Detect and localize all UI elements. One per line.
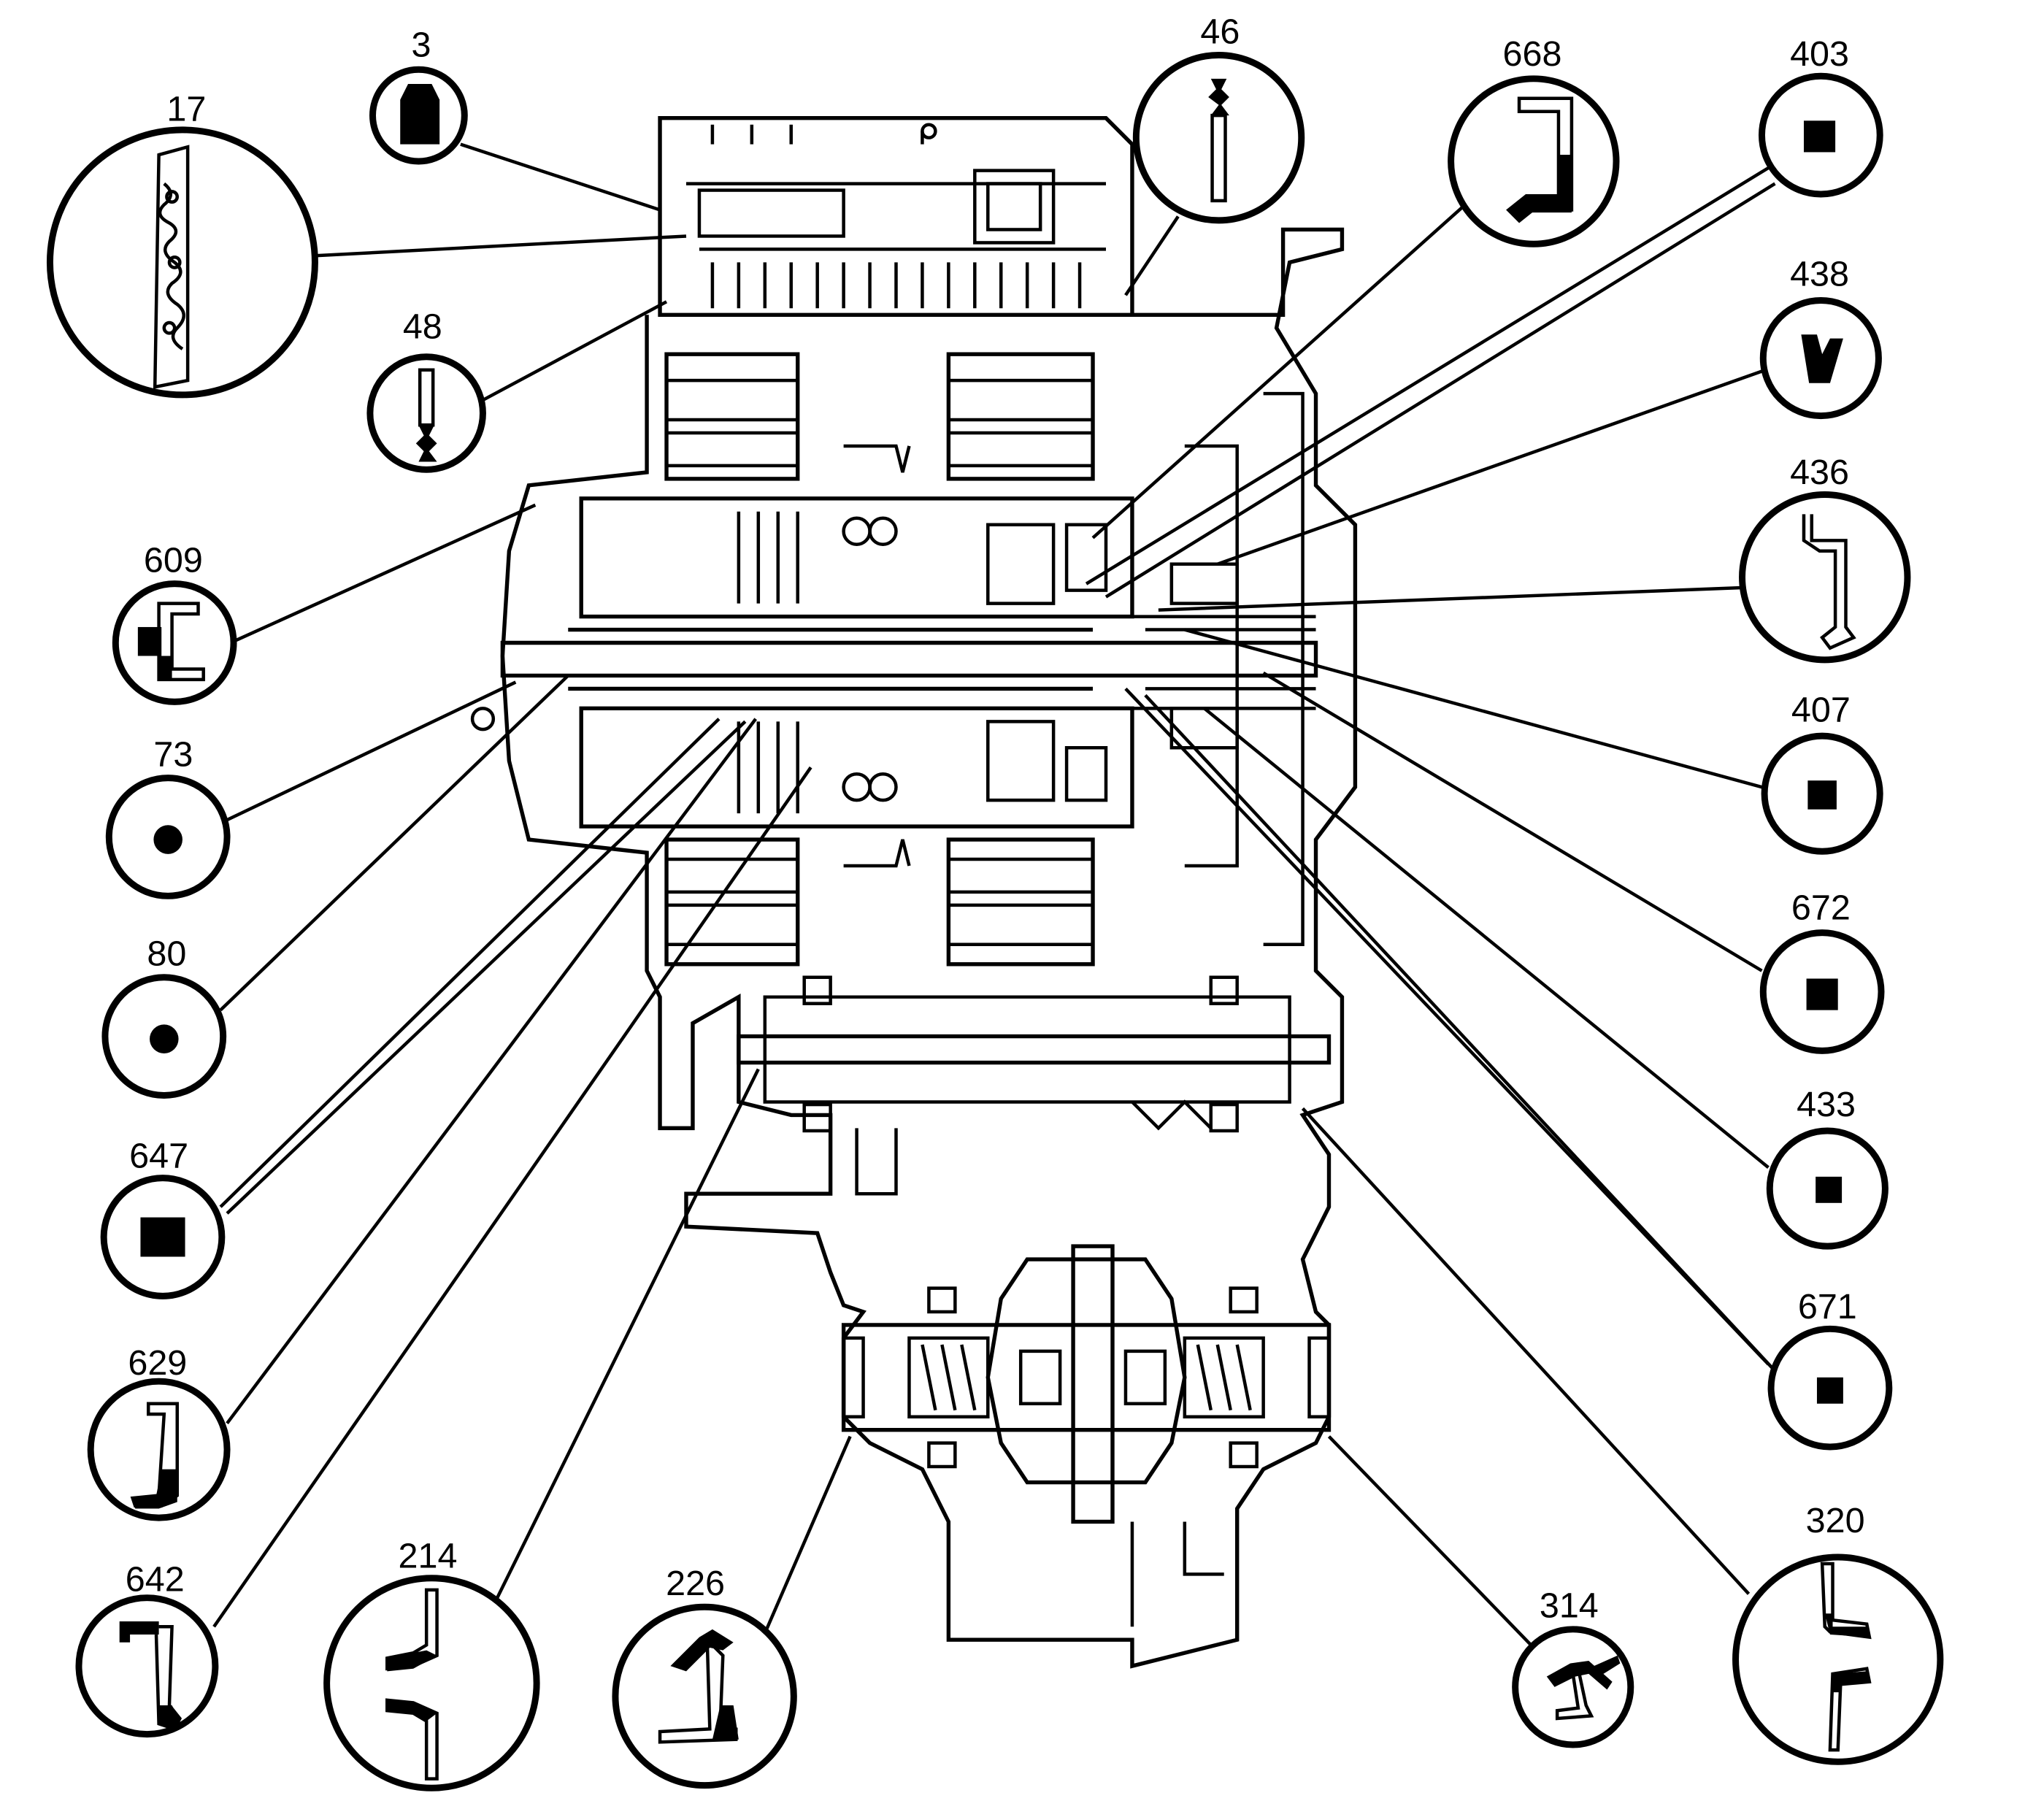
leader-214 bbox=[494, 1068, 760, 1602]
leader-436 bbox=[1158, 585, 1743, 612]
leader-73 bbox=[226, 680, 517, 822]
leader-48 bbox=[482, 300, 668, 402]
square-seal-icon bbox=[1816, 1176, 1843, 1203]
pin-icon bbox=[415, 368, 437, 462]
callout-438: 438 bbox=[1759, 255, 1882, 420]
callout-629-label: 629 bbox=[128, 1343, 187, 1383]
leader-403a bbox=[1085, 166, 1770, 585]
square-seal-icon bbox=[140, 1217, 185, 1257]
seal-section-icon bbox=[119, 1621, 182, 1732]
leader-672 bbox=[1262, 671, 1763, 972]
callout-48-label: 48 bbox=[403, 307, 442, 347]
seal-section-icon bbox=[385, 1588, 439, 1781]
callout-438-label: 438 bbox=[1790, 255, 1849, 294]
seal-section-icon bbox=[1802, 514, 1856, 650]
callout-46-label: 46 bbox=[1200, 12, 1240, 51]
leader-403b bbox=[1104, 182, 1776, 599]
callout-433-label: 433 bbox=[1797, 1085, 1856, 1124]
callout-609: 609 bbox=[112, 540, 237, 705]
wedge-seal-icon bbox=[1801, 334, 1843, 383]
callout-320: 320 bbox=[1732, 1501, 1944, 1765]
leader-3 bbox=[460, 142, 661, 212]
callout-668: 668 bbox=[1448, 34, 1620, 247]
leader-17 bbox=[313, 234, 687, 258]
square-seal-icon bbox=[1816, 1377, 1843, 1404]
callout-46: 46 bbox=[1132, 12, 1305, 224]
callout-672: 672 bbox=[1759, 888, 1885, 1054]
callout-609-label: 609 bbox=[144, 540, 203, 580]
callout-214: 214 bbox=[323, 1536, 540, 1791]
leader-320 bbox=[1301, 1107, 1751, 1595]
callout-403-label: 403 bbox=[1790, 34, 1849, 74]
o-ring-icon bbox=[150, 1024, 179, 1053]
callout-3-label: 3 bbox=[412, 25, 431, 64]
callout-647-label: 647 bbox=[129, 1136, 188, 1175]
callout-436: 436 bbox=[1739, 453, 1911, 664]
callout-668-label: 668 bbox=[1503, 34, 1562, 74]
callout-629: 629 bbox=[87, 1343, 231, 1521]
callout-642-label: 642 bbox=[126, 1560, 185, 1599]
leader-647a bbox=[219, 718, 721, 1208]
callout-433: 433 bbox=[1766, 1085, 1889, 1250]
callout-642: 642 bbox=[75, 1560, 219, 1738]
pin-icon bbox=[1208, 78, 1229, 203]
callout-226-label: 226 bbox=[666, 1564, 725, 1603]
callout-647: 647 bbox=[100, 1136, 226, 1299]
leader-226 bbox=[763, 1435, 852, 1635]
callout-314: 314 bbox=[1512, 1586, 1634, 1748]
transmission-cross-section bbox=[470, 116, 1358, 1669]
callout-407-label: 407 bbox=[1791, 690, 1851, 729]
leader-433 bbox=[1203, 707, 1770, 1169]
leader-609 bbox=[235, 503, 537, 642]
callout-671: 671 bbox=[1767, 1287, 1893, 1451]
callout-320-label: 320 bbox=[1806, 1501, 1865, 1540]
leader-80 bbox=[219, 674, 569, 1012]
leader-lines bbox=[212, 142, 1777, 1648]
callout-80: 80 bbox=[101, 934, 227, 1099]
callout-672-label: 672 bbox=[1791, 888, 1851, 928]
leader-46 bbox=[1124, 215, 1180, 296]
leader-629 bbox=[226, 718, 758, 1425]
seal-section-icon bbox=[1546, 1655, 1621, 1721]
seal-section-icon bbox=[1820, 1562, 1872, 1752]
callout-226: 226 bbox=[612, 1564, 797, 1789]
callout-73-label: 73 bbox=[153, 734, 193, 774]
callout-3: 3 bbox=[369, 25, 468, 165]
callout-403: 403 bbox=[1758, 34, 1883, 198]
seal-section-icon bbox=[1506, 96, 1574, 223]
square-seal-icon bbox=[1806, 978, 1838, 1010]
leader-668 bbox=[1091, 201, 1468, 539]
leader-407 bbox=[1184, 628, 1763, 789]
o-ring-icon bbox=[153, 825, 182, 854]
seal-section-icon bbox=[130, 1402, 180, 1509]
callout-407: 407 bbox=[1761, 690, 1883, 855]
callout-17-label: 17 bbox=[166, 89, 206, 128]
leader-642 bbox=[212, 766, 812, 1628]
callout-17: 17 bbox=[46, 89, 318, 399]
callout-671-label: 671 bbox=[1798, 1287, 1857, 1326]
valve-body-detail-icon bbox=[153, 145, 190, 389]
callout-214-label: 214 bbox=[399, 1536, 458, 1575]
callout-73: 73 bbox=[105, 734, 231, 899]
leader-314 bbox=[1327, 1435, 1534, 1648]
square-seal-icon bbox=[1807, 780, 1837, 810]
seal-section-icon bbox=[658, 1629, 739, 1744]
leader-671b bbox=[1144, 694, 1777, 1372]
leader-671a bbox=[1124, 687, 1770, 1366]
callout-436-label: 436 bbox=[1790, 453, 1849, 492]
leader-647b bbox=[226, 720, 747, 1215]
plug-icon bbox=[400, 84, 440, 145]
callout-80-label: 80 bbox=[147, 934, 186, 974]
callout-314-label: 314 bbox=[1540, 1586, 1599, 1626]
square-seal-icon bbox=[1803, 120, 1836, 153]
seal-section-icon bbox=[137, 602, 205, 682]
callouts: 17 3 46 668 bbox=[46, 12, 1944, 1791]
leader-438 bbox=[1216, 369, 1763, 566]
callout-48: 48 bbox=[366, 307, 486, 473]
